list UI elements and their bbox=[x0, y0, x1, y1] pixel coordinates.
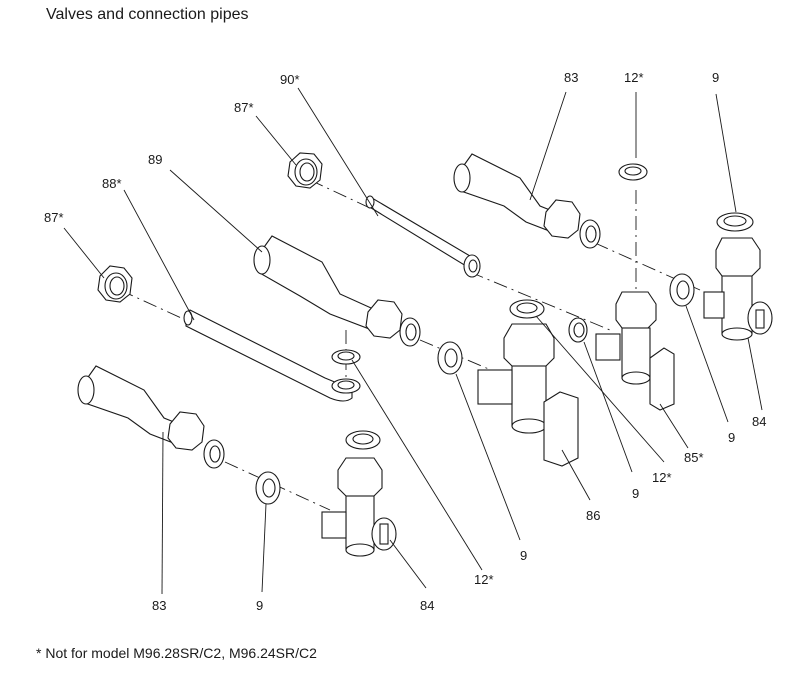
callout-84-lower: 84 bbox=[420, 598, 434, 613]
nut-87-lower bbox=[97, 265, 133, 303]
callout-12-top: 12* bbox=[624, 70, 644, 85]
callout-87-lower: 87* bbox=[44, 210, 64, 225]
callout-9-right: 9 bbox=[728, 430, 735, 445]
callout-84-upper: 84 bbox=[752, 414, 766, 429]
callout-9-bottom: 9 bbox=[256, 598, 263, 613]
callout-87-upper: 87* bbox=[234, 100, 254, 115]
valve-85 bbox=[595, 291, 675, 411]
washers bbox=[255, 163, 754, 505]
callout-12-mid: 12* bbox=[652, 470, 672, 485]
valve-86 bbox=[477, 323, 579, 467]
callout-90: 90* bbox=[280, 72, 300, 87]
callout-85: 85* bbox=[684, 450, 704, 465]
pipe-83-lower bbox=[77, 365, 225, 469]
callout-9-center: 9 bbox=[520, 548, 527, 563]
diagram-title: Valves and connection pipes bbox=[46, 6, 249, 23]
callout-9-mid: 9 bbox=[632, 486, 639, 501]
callout-83-lower: 83 bbox=[152, 598, 166, 613]
callout-12-bottom: 12* bbox=[474, 572, 494, 587]
nut-87-upper bbox=[287, 152, 323, 189]
callout-88: 88* bbox=[102, 176, 122, 191]
model-footnote: * Not for model M96.28SR/C2, M96.24SR/C2 bbox=[36, 645, 317, 661]
pipe-88 bbox=[183, 309, 353, 402]
leader-lines bbox=[63, 87, 763, 595]
pipe-90 bbox=[365, 195, 481, 278]
valve-84-upper bbox=[703, 237, 773, 341]
valve-84-lower bbox=[321, 457, 397, 557]
callout-9-top: 9 bbox=[712, 70, 719, 85]
callout-labels: 90* 87* 89 88* 87* 83 12* 9 84 9 85* 12*… bbox=[44, 70, 766, 613]
pipe-89 bbox=[253, 235, 421, 347]
pipe-83-upper bbox=[453, 153, 601, 249]
callout-86: 86 bbox=[586, 508, 600, 523]
callout-89: 89 bbox=[148, 152, 162, 167]
callout-83-upper: 83 bbox=[564, 70, 578, 85]
